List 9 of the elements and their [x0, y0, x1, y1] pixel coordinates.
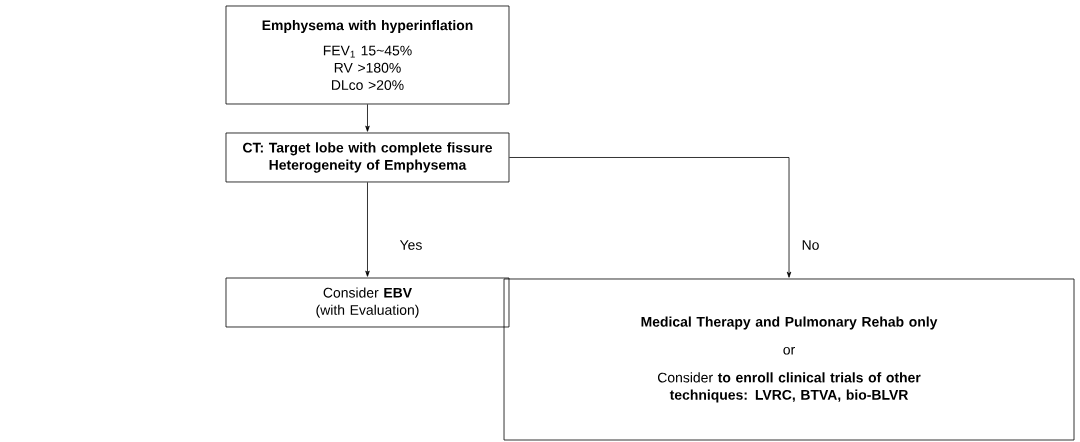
process-box: Emphysema with hyperinflation FEV$_{1}$ 15~45% RV >180% DLco >20% — [225, 5, 510, 105]
arrow — [365, 104, 370, 132]
arrow — [509, 157, 792, 278]
process-box: CT: Target lobe with complete fissure Heterogeneity of Emphysema — [225, 132, 510, 183]
process-box: Medical Therapy and Pulmonary Rehab only or Consider to enroll clinical trials of other techniques: LVRC, BTVA, bio-BLVR — [503, 278, 1075, 441]
arrow — [365, 181, 370, 277]
edge-label: Yes — [398, 238, 424, 252]
process-box: Consider EBV (with Evaluation) — [225, 277, 510, 328]
edge-label: No — [800, 238, 821, 252]
